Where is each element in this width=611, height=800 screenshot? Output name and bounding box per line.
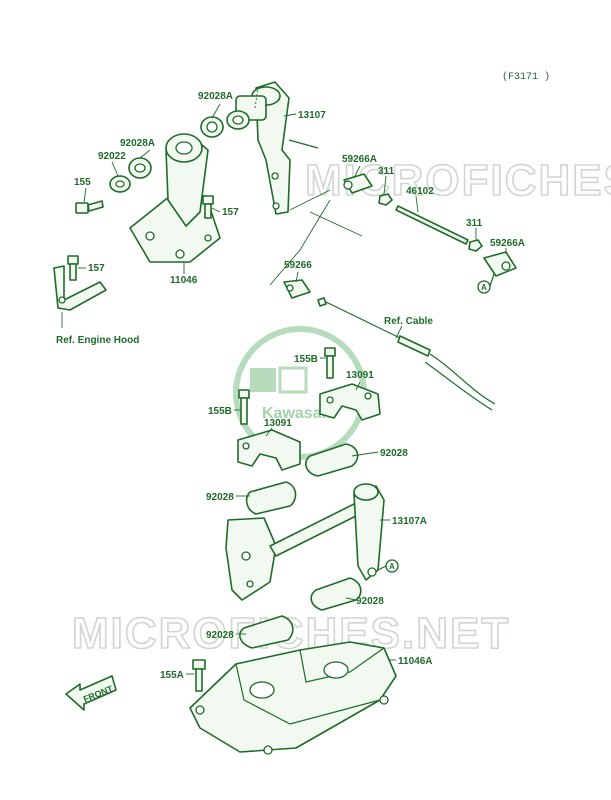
label-311-a: 311 <box>378 166 395 177</box>
label-155B-a: 155B <box>294 354 318 365</box>
label-157-b: 157 <box>88 263 105 274</box>
part-92028-bushing-d <box>239 615 294 649</box>
label-13107: 13107 <box>298 110 326 121</box>
label-59266A-top: 59266A <box>342 154 377 165</box>
marker-a-top <box>477 280 491 294</box>
label-92028A-top: 92028A <box>198 91 233 102</box>
logo-text: Kawasaki <box>262 405 335 422</box>
part-13091-clamp-left <box>237 429 301 471</box>
label-ref-engine-hood: Ref. Engine Hood <box>56 335 139 346</box>
label-155B-b: 155B <box>208 406 232 417</box>
part-311-nut-a <box>378 193 393 206</box>
label-59266A-right: 59266A <box>490 238 525 249</box>
part-157-bolt-upper <box>202 195 214 219</box>
label-13107A: 13107A <box>392 516 427 527</box>
part-46102-rod <box>395 205 469 245</box>
part-311-nut-b <box>468 239 483 252</box>
label-ref-cable: Ref. Cable <box>384 316 433 327</box>
part-59266A-rod-end-top <box>343 173 373 194</box>
label-11046A: 11046A <box>398 656 432 667</box>
part-59266A-rod-end-right <box>483 251 517 287</box>
label-13091-b: 13091 <box>264 418 292 429</box>
label-13091-a: 13091 <box>346 370 374 381</box>
label-92028-b: 92028 <box>206 492 234 503</box>
part-92028A-collar-top <box>200 116 224 138</box>
part-11046-bracket <box>129 133 221 263</box>
label-92028A-left: 92028A <box>120 138 155 149</box>
part-92028-bushing-b <box>245 481 297 515</box>
marker-a-bottom <box>385 559 399 573</box>
part-13107A-lever <box>225 483 385 601</box>
part-engine-hood-bracket <box>53 255 107 311</box>
part-155A-bolt <box>192 659 206 692</box>
diagram-code: (F3171 ) <box>502 71 550 83</box>
part-92028-bushing-c <box>310 577 362 611</box>
label-92022: 92022 <box>98 151 126 162</box>
part-59266-joint <box>283 279 311 299</box>
part-13107-lever <box>226 81 319 215</box>
label-157-a: 157 <box>222 207 239 218</box>
part-92022-washer <box>109 175 131 193</box>
part-92028-bushing-a <box>305 443 359 477</box>
part-13091-clamp-right <box>319 383 381 421</box>
label-92028-d: 92028 <box>206 630 234 641</box>
label-92028-a: 92028 <box>380 448 408 459</box>
marker-a-top-letter: A <box>481 283 487 292</box>
marker-a-bottom-letter: A <box>389 562 395 571</box>
part-155B-bolt-left <box>238 389 250 425</box>
leader-lines <box>61 103 507 675</box>
part-155B-bolt-right <box>324 347 336 379</box>
label-155A: 155A <box>160 670 184 681</box>
part-cable <box>317 297 496 411</box>
part-155-bolt <box>75 200 104 214</box>
label-92028-c: 92028 <box>356 596 384 607</box>
label-311-b: 311 <box>466 218 483 229</box>
label-11046: 11046 <box>170 275 198 286</box>
label-46102: 46102 <box>406 186 434 197</box>
front-arrow: FRONT <box>65 675 117 711</box>
label-155: 155 <box>74 177 91 188</box>
part-92028A-washer-left <box>128 157 152 179</box>
label-59266: 59266 <box>284 260 312 271</box>
part-11046A-base <box>189 641 397 755</box>
